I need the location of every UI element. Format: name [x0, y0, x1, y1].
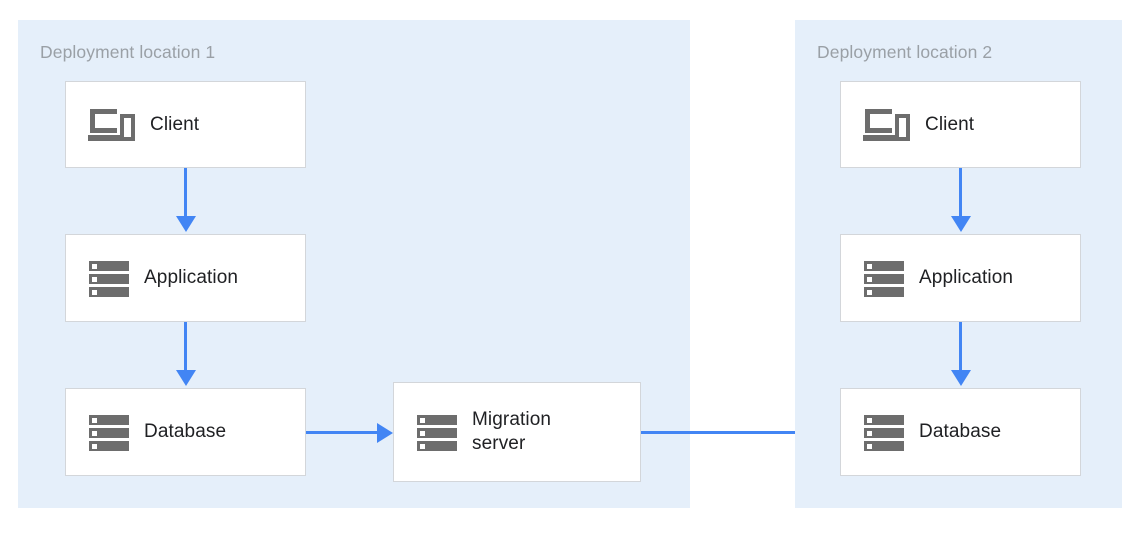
node-client-1[interactable]: Client — [65, 81, 306, 168]
arrow-application1-to-database1 — [175, 322, 196, 386]
arrow-migration-server-to-database2 — [641, 422, 836, 443]
node-migration-server[interactable]: Migration server — [393, 382, 641, 482]
node-client-2-label: Client — [925, 113, 975, 135]
deployment-zone-1-label: Deployment location 1 — [40, 42, 216, 62]
node-database-1-label: Database — [144, 421, 227, 442]
node-migration-server-label-line2: server — [472, 433, 526, 454]
server-icon — [88, 410, 130, 454]
node-database-2-label: Database — [919, 421, 1002, 442]
node-database-2[interactable]: Database — [840, 388, 1081, 476]
arrowhead-right-icon — [377, 422, 393, 443]
server-icon — [88, 256, 130, 300]
devices-icon — [863, 103, 911, 147]
node-migration-server-label-line1: Migration — [472, 409, 552, 430]
server-icon — [416, 410, 458, 454]
devices-icon — [88, 103, 136, 147]
arrowhead-down-icon — [950, 216, 971, 232]
arrow-application2-to-database2 — [950, 322, 971, 386]
server-icon — [863, 410, 905, 454]
arrowhead-down-icon — [175, 216, 196, 232]
arrow-client1-to-application1 — [175, 168, 196, 232]
arrowhead-down-icon — [950, 370, 971, 386]
node-application-2-label: Application — [919, 267, 1014, 288]
node-application-2[interactable]: Application — [840, 234, 1081, 322]
server-icon — [863, 256, 905, 300]
deployment-zone-2-label: Deployment location 2 — [817, 42, 993, 62]
arrow-client2-to-application2 — [950, 168, 971, 232]
node-database-1[interactable]: Database — [65, 388, 306, 476]
arrowhead-down-icon — [175, 370, 196, 386]
node-client-2[interactable]: Client — [840, 81, 1081, 168]
node-application-1-label: Application — [144, 267, 239, 288]
arrow-database1-to-migration-server — [306, 422, 393, 443]
node-client-1-label: Client — [150, 113, 200, 135]
node-application-1[interactable]: Application — [65, 234, 306, 322]
node-migration-server-label: Migration server — [472, 408, 551, 456]
